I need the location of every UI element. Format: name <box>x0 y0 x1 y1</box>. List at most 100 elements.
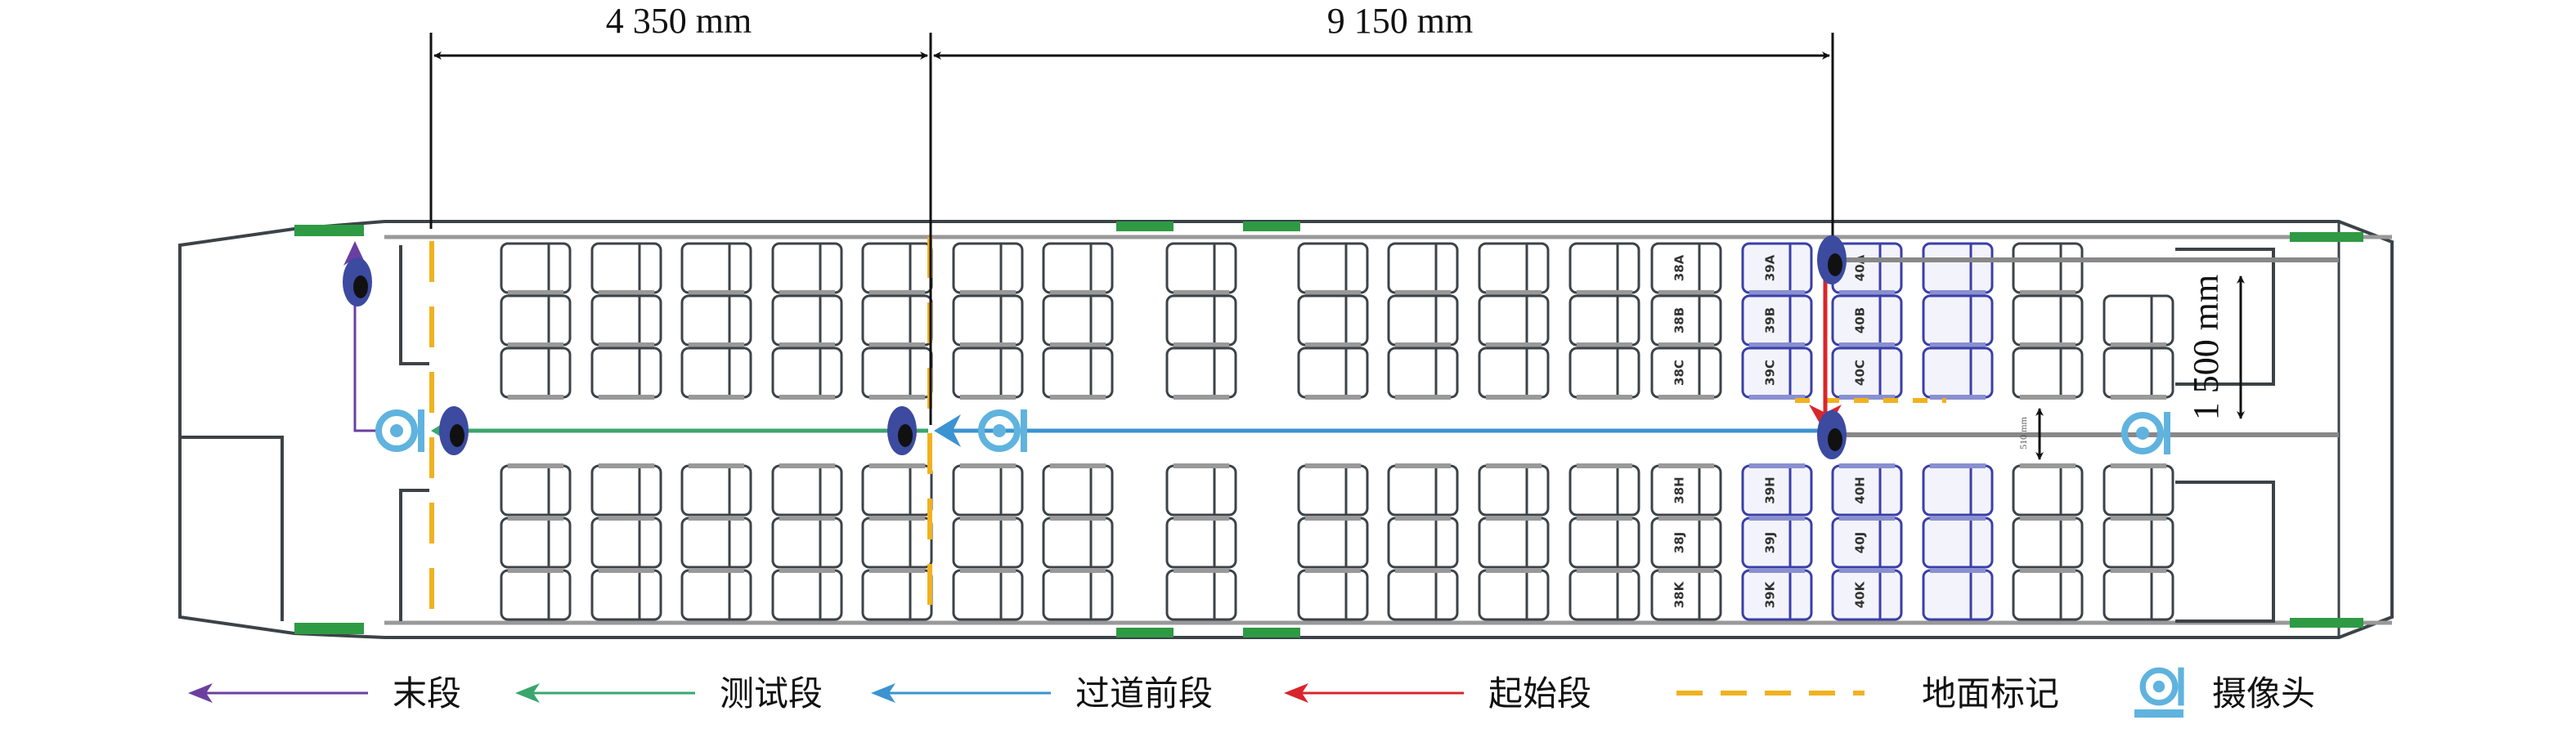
seat <box>500 294 572 347</box>
seat <box>1297 294 1369 347</box>
seat-label: 39H <box>1763 476 1778 503</box>
seat-label: 39J <box>1763 532 1778 553</box>
seat-label: 38H <box>1672 476 1687 503</box>
seat-label: 38A <box>1672 254 1687 281</box>
seat <box>952 463 1024 517</box>
seat <box>500 463 572 517</box>
seat <box>1297 516 1369 569</box>
robot-marker <box>1817 235 1847 284</box>
seat <box>1042 516 1114 569</box>
seat <box>1922 568 1994 621</box>
seat: 38B <box>1650 294 1722 347</box>
seat <box>952 294 1024 347</box>
seat <box>500 347 572 400</box>
seat <box>680 568 752 621</box>
cameras <box>375 409 2170 454</box>
seat <box>1478 347 1550 400</box>
seat <box>1042 347 1114 400</box>
seat: 39C <box>1741 347 1813 400</box>
seat <box>2012 242 2084 295</box>
seat <box>1165 294 1237 347</box>
seat <box>1922 463 1994 517</box>
dimension-label-4350: 4 350 mm <box>606 1 752 41</box>
seat <box>1165 463 1237 517</box>
seat <box>1297 568 1369 621</box>
seat <box>1478 463 1550 517</box>
seat-grid: 38A38B38C38H38J38K39A39B39C39H39J39K40A4… <box>500 242 2174 621</box>
seat: 40C <box>1831 347 1903 400</box>
seat <box>1165 242 1237 295</box>
seat <box>2012 516 2084 569</box>
path-end-segment <box>353 253 380 432</box>
seat: 38C <box>1650 347 1722 400</box>
path-aisle-front-arrowhead <box>934 414 961 447</box>
seat <box>1297 347 1369 400</box>
seat <box>590 347 662 400</box>
seat: 40J <box>1831 516 1903 569</box>
seat <box>1165 347 1237 400</box>
seat <box>771 294 843 347</box>
legend-item-5: 摄像头 <box>2134 667 2315 718</box>
seat-label: 38K <box>1672 580 1687 608</box>
seat: 40K <box>1831 568 1903 621</box>
dimension-label-1500: 1 500 mm <box>2186 275 2226 420</box>
seat <box>2103 463 2174 517</box>
robot-marker <box>1817 410 1847 459</box>
seat <box>500 242 572 295</box>
seat <box>1387 463 1459 517</box>
seat <box>1387 347 1459 400</box>
legend-arrowhead <box>515 683 540 703</box>
seat <box>771 347 843 400</box>
seat <box>2103 347 2174 400</box>
seat <box>1387 242 1459 295</box>
seat <box>861 242 933 295</box>
seat <box>500 568 572 621</box>
seat <box>861 516 933 569</box>
camera-icon <box>2121 412 2170 454</box>
seat <box>1568 568 1640 621</box>
seat <box>952 347 1024 400</box>
seat <box>952 568 1024 621</box>
seat <box>861 347 933 400</box>
seat <box>1922 516 1994 569</box>
seat <box>2012 568 2084 621</box>
seat <box>1042 568 1114 621</box>
legend-item-4: 地面标记 <box>1676 673 2059 713</box>
seat <box>1478 242 1550 295</box>
seat <box>1042 294 1114 347</box>
seat <box>1478 294 1550 347</box>
legend-label: 过道前段 <box>1075 673 1213 713</box>
legend-item-2: 过道前段 <box>871 673 1213 713</box>
legend-item-0: 末段 <box>188 673 461 713</box>
legend-item-1: 测试段 <box>515 673 823 713</box>
seat <box>1387 294 1459 347</box>
seat <box>680 516 752 569</box>
legend-arrowhead <box>1284 683 1308 703</box>
seat <box>2103 516 2174 569</box>
seat <box>1568 516 1640 569</box>
seat <box>771 463 843 517</box>
seat <box>771 568 843 621</box>
legend-label: 末段 <box>393 673 461 713</box>
seat <box>771 242 843 295</box>
seat-label: 39K <box>1763 580 1778 608</box>
seat <box>590 568 662 621</box>
seat <box>500 516 572 569</box>
seat <box>1922 242 1994 295</box>
seat <box>1387 516 1459 569</box>
seat <box>1297 242 1369 295</box>
seat <box>2012 347 2084 400</box>
seat <box>680 347 752 400</box>
seat <box>1165 568 1237 621</box>
seat <box>861 463 933 517</box>
seat-label: 40C <box>1853 360 1868 386</box>
legend-label: 起始段 <box>1488 673 1591 713</box>
seat: 39J <box>1741 516 1813 569</box>
dimension-label-aisle: 510 mm <box>2017 417 2029 450</box>
robot-marker <box>343 257 372 306</box>
seat <box>1297 463 1369 517</box>
legend-label: 摄像头 <box>2212 673 2315 713</box>
seat <box>2012 294 2084 347</box>
seat <box>771 516 843 569</box>
